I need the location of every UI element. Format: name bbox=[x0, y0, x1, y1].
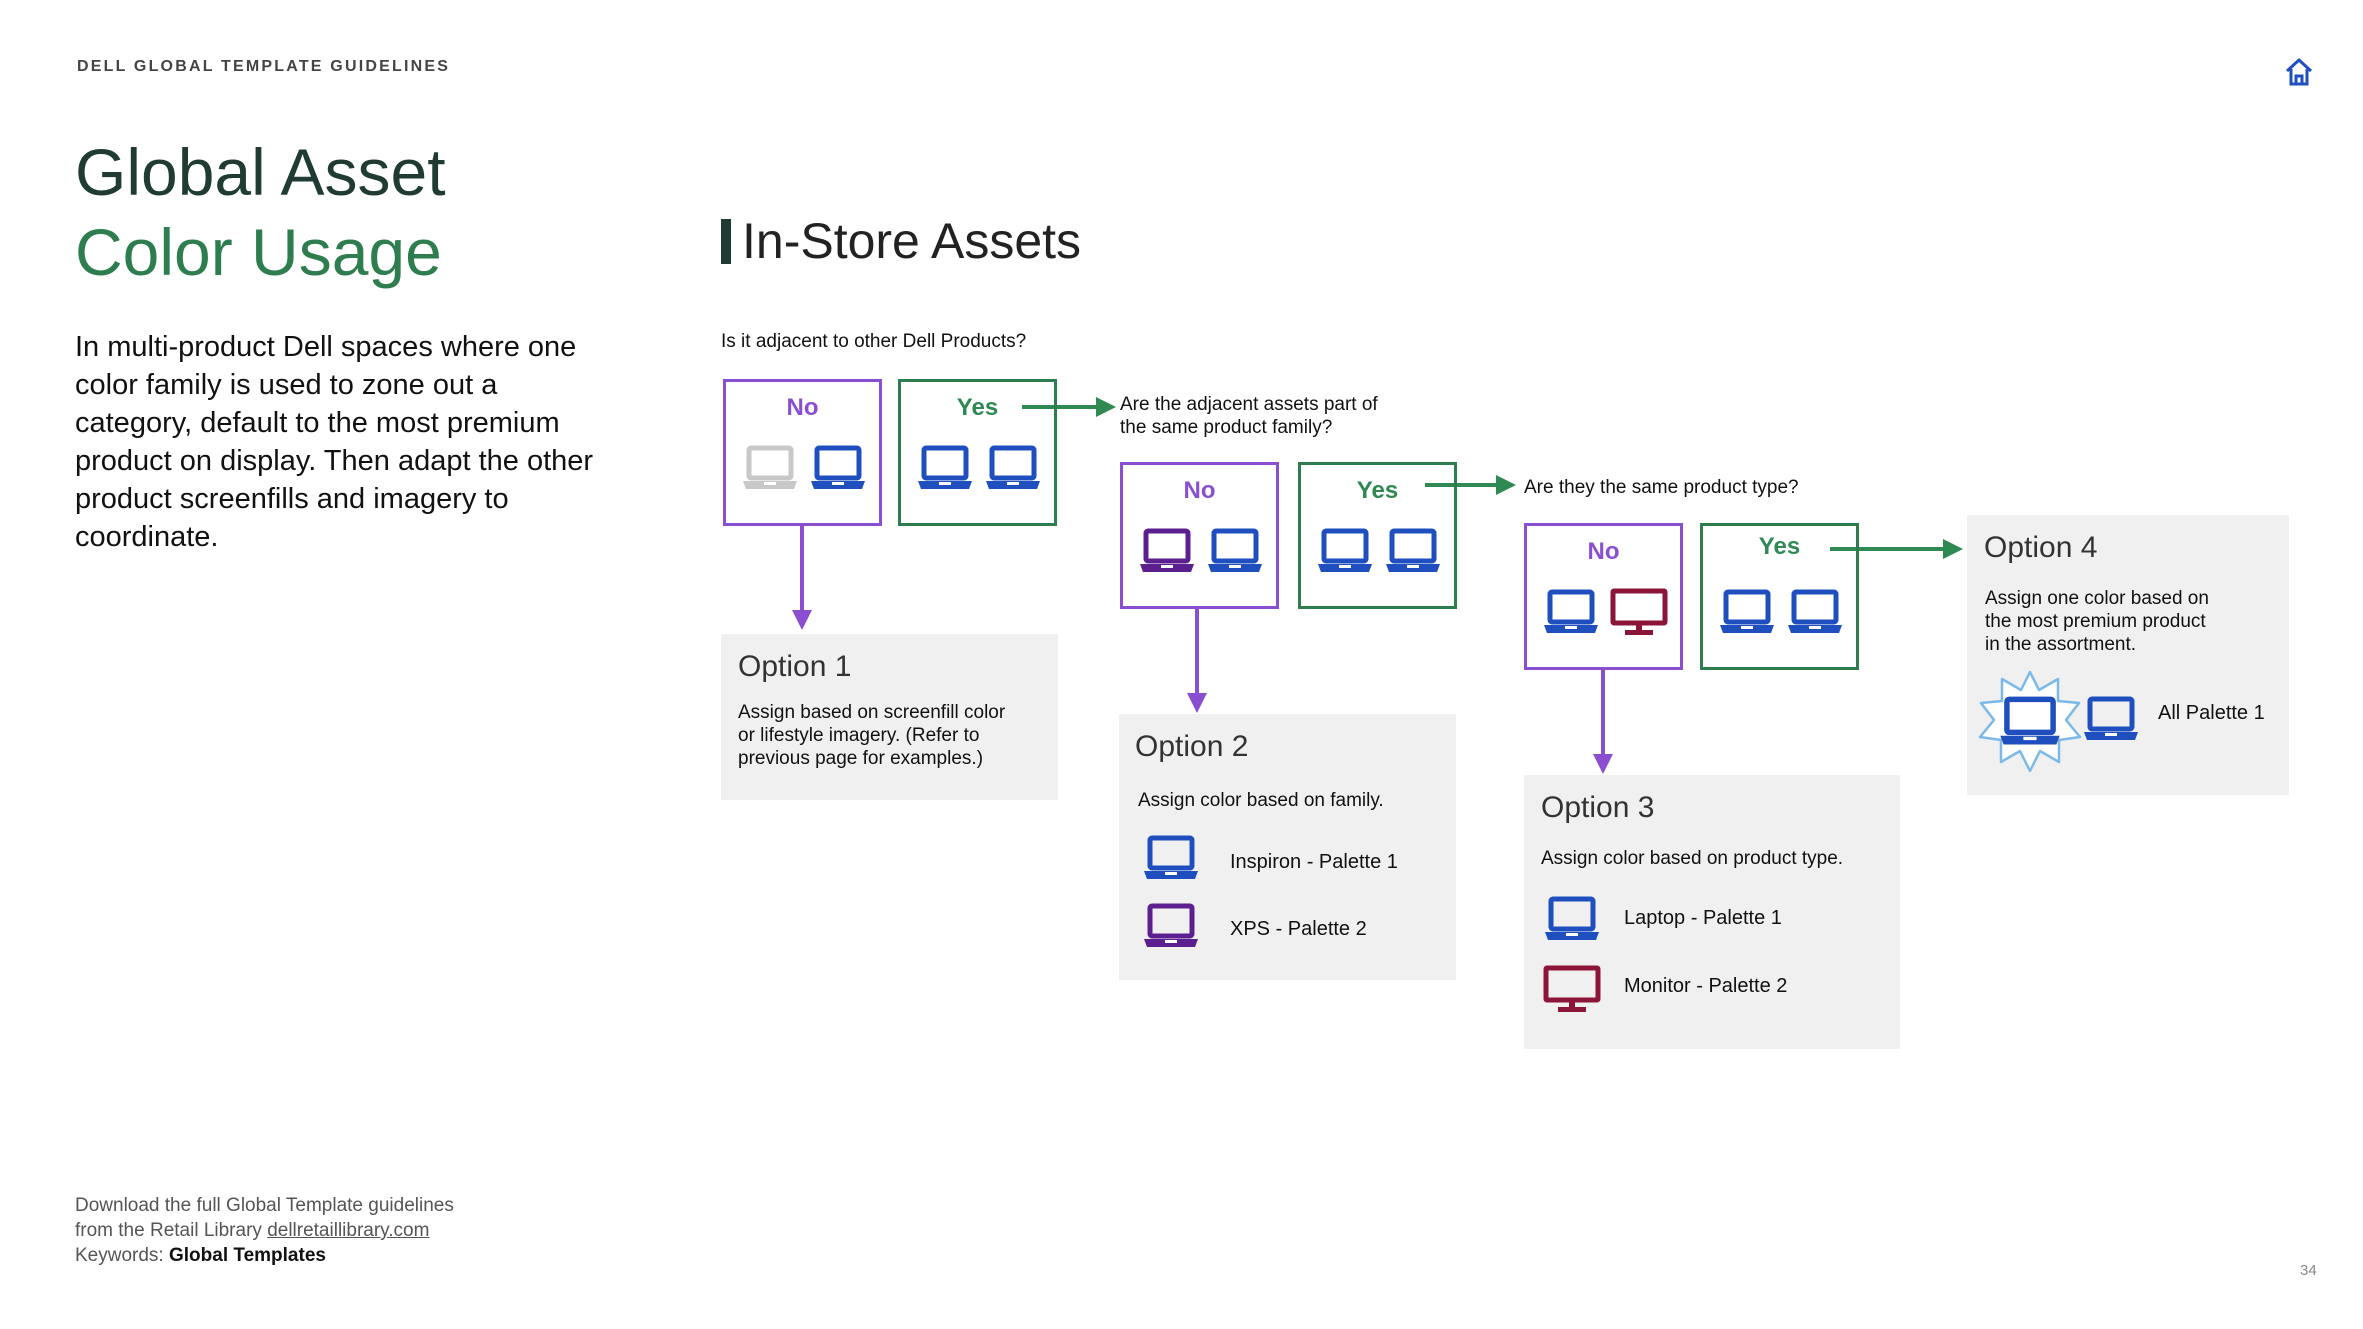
question-1: Is it adjacent to other Dell Products? bbox=[721, 331, 1027, 352]
option4-card: Option 4 Assign one color based on the m… bbox=[1967, 515, 2289, 795]
footer-keywords: Global Templates bbox=[168, 1245, 326, 1266]
laptop-icon bbox=[808, 444, 868, 494]
option4-title: Option 4 bbox=[1984, 531, 2098, 564]
no-label: No bbox=[786, 394, 819, 421]
option4-text-line2: the most premium product bbox=[1985, 611, 2206, 632]
level2-yes-box: Yes bbox=[1298, 462, 1457, 609]
monitor-icon bbox=[1542, 965, 1602, 1015]
question-3: Are they the same product type? bbox=[1524, 477, 1799, 498]
page-title-line1: Global Asset bbox=[75, 135, 446, 209]
option3-item1: Laptop - Palette 1 bbox=[1624, 907, 1782, 929]
laptop-icon bbox=[1997, 695, 2063, 750]
option1-title: Option 1 bbox=[738, 650, 852, 683]
laptop-icon bbox=[2081, 695, 2141, 745]
footer-line1: Download the full Global Template guidel… bbox=[75, 1195, 454, 1216]
option2-item1: Inspiron - Palette 1 bbox=[1230, 851, 1398, 873]
option1-card: Option 1 Assign based on screenfill colo… bbox=[721, 634, 1058, 800]
question-2-line2: the same product family? bbox=[1120, 417, 1333, 438]
option1-text-line3: previous page for examples.) bbox=[738, 748, 984, 769]
footer-line3: Keywords: Global Templates bbox=[75, 1243, 454, 1268]
footer: Download the full Global Template guidel… bbox=[75, 1193, 454, 1268]
option4-text-line3: in the assortment. bbox=[1985, 634, 2137, 655]
laptop-icon bbox=[1141, 902, 1201, 952]
home-icon[interactable] bbox=[2283, 56, 2315, 88]
no-label: No bbox=[1587, 538, 1620, 565]
option3-text: Assign color based on product type. bbox=[1541, 848, 1844, 869]
level2-no-box: No bbox=[1120, 462, 1279, 609]
doc-header-label: DELL GLOBAL TEMPLATE GUIDELINES bbox=[77, 58, 451, 75]
laptop-icon bbox=[1541, 588, 1601, 638]
option3-card: Option 3 Assign color based on product t… bbox=[1524, 775, 1900, 1049]
monitor-icon bbox=[1609, 588, 1669, 638]
option4-item1: All Palette 1 bbox=[2158, 702, 2265, 724]
intro-paragraph: In multi-product Dell spaces where one c… bbox=[75, 331, 594, 553]
level3-no-box: No bbox=[1524, 523, 1683, 670]
footer-line2-prefix: from the Retail Library bbox=[75, 1220, 268, 1241]
option1-text-line2: or lifestyle imagery. (Refer to bbox=[738, 725, 980, 746]
yes-label: Yes bbox=[1356, 477, 1399, 504]
level3-yes-box: Yes bbox=[1700, 523, 1859, 670]
option1-text-line1: Assign based on screenfill color bbox=[738, 702, 1006, 723]
yes-label: Yes bbox=[956, 394, 999, 421]
option2-item2: XPS - Palette 2 bbox=[1230, 918, 1367, 940]
no-label: No bbox=[1183, 477, 1216, 504]
laptop-icon bbox=[1137, 527, 1197, 577]
option3-item2: Monitor - Palette 2 bbox=[1624, 975, 1788, 997]
laptop-icon bbox=[1717, 588, 1777, 638]
retail-library-link[interactable]: dellretaillibrary.com bbox=[267, 1220, 430, 1241]
laptop-icon bbox=[1542, 895, 1602, 945]
footer-line2: from the Retail Library dellretaillibrar… bbox=[75, 1218, 454, 1243]
level1-yes-box: Yes bbox=[898, 379, 1057, 526]
burst-icon bbox=[1978, 670, 2082, 773]
page-title-line2: Color Usage bbox=[75, 215, 442, 289]
laptop-icon bbox=[983, 444, 1043, 494]
level1-no-box: No bbox=[723, 379, 882, 526]
option3-title: Option 3 bbox=[1541, 791, 1655, 824]
laptop-icon bbox=[740, 444, 800, 494]
section-bar bbox=[721, 219, 731, 264]
page-number: 34 bbox=[2300, 1262, 2317, 1279]
option2-text: Assign color based on family. bbox=[1138, 790, 1384, 811]
laptop-icon bbox=[1383, 527, 1443, 577]
option2-title: Option 2 bbox=[1135, 730, 1249, 763]
laptop-icon bbox=[915, 444, 975, 494]
yes-label: Yes bbox=[1758, 533, 1801, 560]
laptop-icon bbox=[1315, 527, 1375, 577]
laptop-icon bbox=[1141, 834, 1201, 884]
footer-keywords-prefix: Keywords: bbox=[75, 1245, 169, 1266]
question-2-line1: Are the adjacent assets part of bbox=[1120, 394, 1378, 415]
section-title: In-Store Assets bbox=[742, 213, 1082, 269]
option2-card: Option 2 Assign color based on family. I… bbox=[1119, 714, 1456, 980]
option4-text-line1: Assign one color based on bbox=[1985, 588, 2209, 609]
laptop-icon bbox=[1785, 588, 1845, 638]
laptop-icon bbox=[1205, 527, 1265, 577]
